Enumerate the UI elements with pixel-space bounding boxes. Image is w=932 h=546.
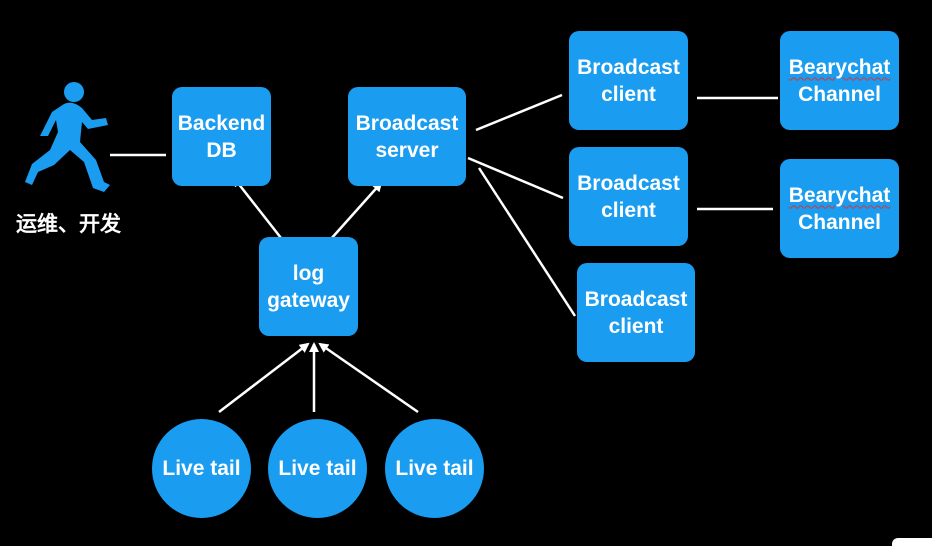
- node-line: Bearychat: [788, 183, 891, 207]
- corner-badge: [892, 538, 932, 546]
- node-line: client: [601, 198, 656, 222]
- broadcast-client-node: Broadcast client: [569, 147, 688, 246]
- live-tail-node: Live tail: [268, 419, 367, 518]
- broadcast-client-node: Broadcast client: [577, 263, 695, 362]
- live-tail-node: Live tail: [385, 419, 484, 518]
- node-line: Bearychat: [788, 55, 891, 79]
- arrow-livetail3-gateway: [318, 342, 419, 414]
- node-line: server: [375, 138, 439, 162]
- node-line: log: [292, 261, 325, 285]
- node-line: client: [601, 82, 656, 106]
- connector-server-client1: [475, 93, 563, 132]
- person-label: 运维、开发: [16, 212, 121, 236]
- node-line: Channel: [798, 210, 881, 234]
- broadcast-server-node: Broadcast server: [348, 87, 466, 186]
- connector-server-client3: [477, 167, 577, 317]
- log-gateway-node: log gateway: [259, 237, 358, 336]
- connector-server-client2: [467, 156, 564, 200]
- node-line: DB: [206, 138, 237, 162]
- running-person-icon: [25, 82, 110, 192]
- node-line: Broadcast: [584, 287, 688, 311]
- node-label: Live tail: [395, 457, 474, 480]
- node-line: gateway: [267, 288, 350, 312]
- node-line: Channel: [798, 82, 881, 106]
- node-label: Live tail: [162, 457, 241, 480]
- node-line: Backend: [177, 111, 266, 135]
- node-line: client: [608, 314, 664, 338]
- live-tail-node: Live tail: [152, 419, 251, 518]
- arrow-livetail1-gateway: [218, 342, 310, 413]
- node-line: Broadcast: [355, 111, 459, 135]
- node-line: Broadcast: [577, 171, 680, 195]
- broadcast-client-node: Broadcast client: [569, 31, 688, 130]
- node-line: Broadcast: [577, 55, 680, 79]
- node-label: Live tail: [278, 457, 357, 480]
